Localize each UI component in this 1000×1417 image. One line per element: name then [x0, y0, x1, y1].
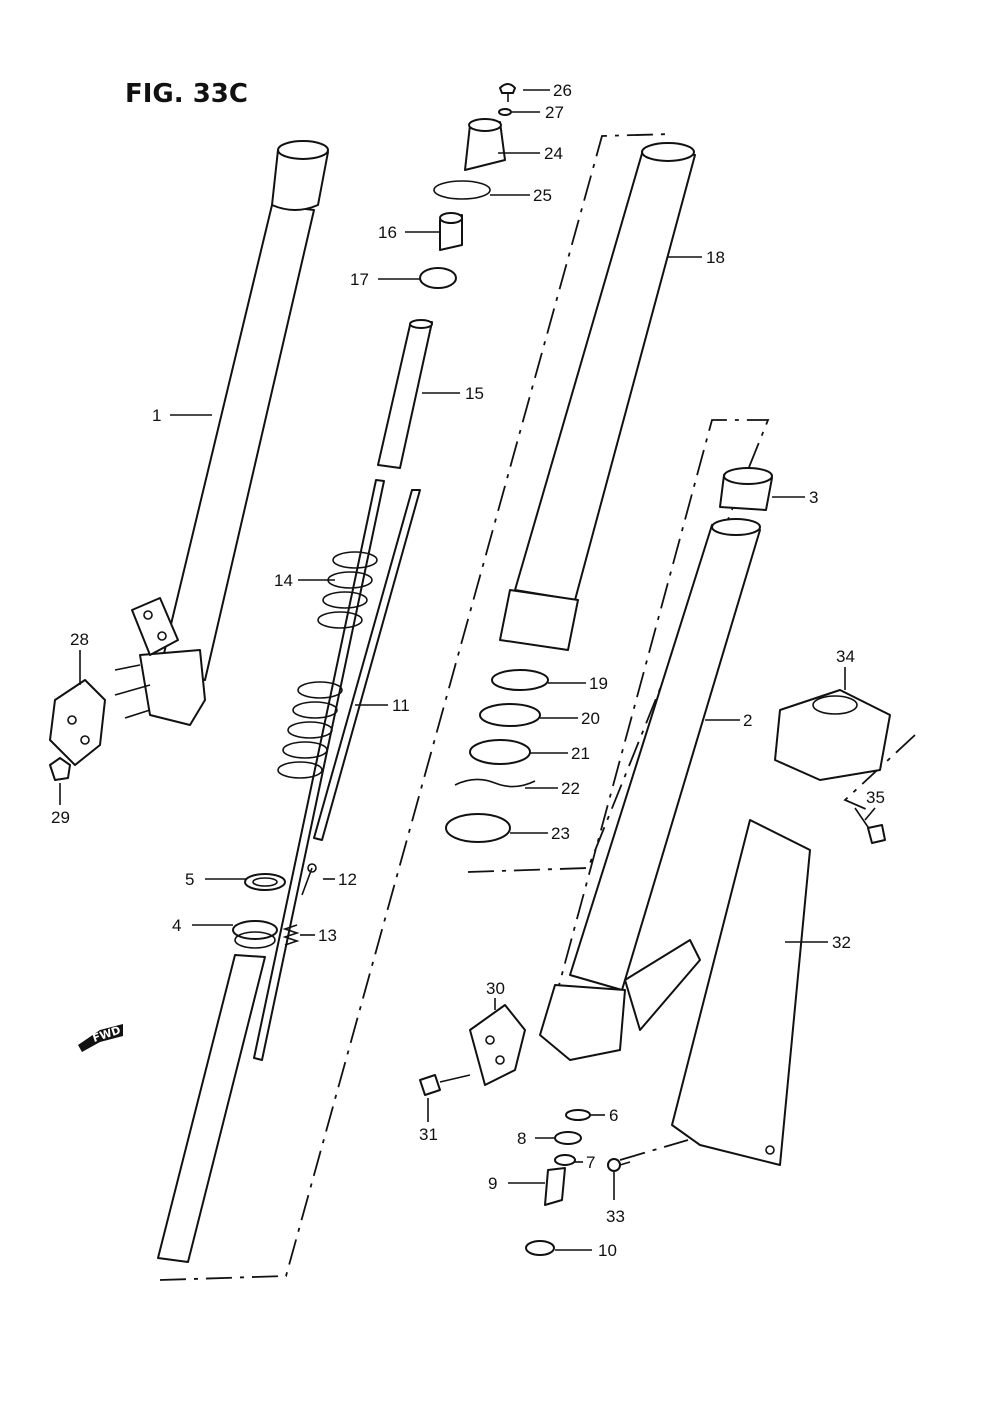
callout-6: 6 [609, 1106, 618, 1125]
part-28-axle-clamp [49, 664, 151, 766]
part-3-bushing [719, 467, 773, 511]
callout-11: 11 [392, 696, 410, 715]
part-27-washer [498, 108, 512, 116]
callout-27: 27 [545, 103, 564, 122]
part-18-inner-tube [499, 142, 696, 651]
part-2-outer-tube [539, 518, 761, 1061]
part-12-pin [301, 863, 317, 896]
leader-lines [59, 89, 876, 1251]
part-25-o-ring [433, 180, 491, 200]
part-32-fork-guard [671, 819, 811, 1166]
part-35-bolt [854, 807, 886, 844]
callout-16: 16 [378, 223, 397, 242]
callout-24: 24 [544, 144, 563, 163]
part-10-gasket [525, 1240, 555, 1256]
callout-21: 21 [571, 744, 590, 763]
part-16-collar [439, 212, 463, 251]
callout-17: 17 [350, 270, 369, 289]
part-19-bushing [491, 669, 549, 691]
callout-34: 34 [836, 647, 855, 666]
assembly-line-right [843, 734, 916, 811]
assembly-line-guard [619, 1139, 689, 1161]
part-13-small-spring [282, 924, 300, 946]
callout-26: 26 [553, 81, 572, 100]
callout-9: 9 [488, 1174, 497, 1193]
callout-5: 5 [185, 870, 194, 889]
part-15-rubber [377, 319, 433, 469]
part-4-guide [232, 920, 278, 949]
callout-7: 7 [586, 1153, 595, 1172]
part-31-bolt [419, 1074, 471, 1096]
callout-28: 28 [70, 630, 89, 649]
callout-10: 10 [598, 1241, 617, 1260]
callout-15: 15 [465, 384, 484, 403]
part-20-washer [479, 703, 541, 727]
callout-8: 8 [517, 1129, 526, 1148]
callout-12: 12 [338, 870, 357, 889]
part-6-gasket [565, 1109, 591, 1121]
callout-29: 29 [51, 808, 70, 827]
figure-title: FIG. 33C [125, 79, 248, 109]
part-26-screw [499, 83, 516, 102]
callout-labels: 26 27 24 25 16 17 15 18 1 14 11 19 20 21… [51, 81, 885, 1260]
part-34-bracket [774, 689, 891, 781]
part-9-drain-bolt [544, 1167, 566, 1206]
part-14-spring [253, 479, 385, 1061]
callout-32: 32 [832, 933, 851, 952]
callout-18: 18 [706, 248, 725, 267]
part-1-outer-tube [131, 140, 329, 726]
callout-14: 14 [274, 571, 293, 590]
part-24-cap-bolt [464, 118, 506, 171]
callout-23: 23 [551, 824, 570, 843]
part-17-seat [419, 267, 457, 289]
callout-19: 19 [589, 674, 608, 693]
callout-22: 22 [561, 779, 580, 798]
assembly-line-middle [467, 419, 770, 1001]
assembly-line-left [159, 133, 673, 1281]
part-7-gasket [554, 1154, 576, 1166]
part-23-dust-seal [445, 813, 511, 843]
part-11-damper-rod [313, 489, 421, 841]
part-30-clamp [469, 1004, 526, 1086]
part-8-washer [554, 1131, 582, 1145]
part-33-screw [607, 1158, 631, 1172]
part-29-nut [49, 757, 71, 781]
forward-arrow-icon: FWD [78, 1024, 123, 1052]
callout-31: 31 [419, 1125, 438, 1144]
part-22-clip [454, 778, 536, 788]
callout-4: 4 [172, 916, 181, 935]
callout-2: 2 [743, 711, 752, 730]
part-5-ring [244, 873, 286, 891]
fwd-label: FWD [91, 1024, 122, 1045]
callout-33: 33 [606, 1207, 625, 1226]
callout-13: 13 [318, 926, 337, 945]
callout-3: 3 [809, 488, 818, 507]
callout-1: 1 [152, 406, 161, 425]
callout-20: 20 [581, 709, 600, 728]
callout-25: 25 [533, 186, 552, 205]
callout-35: 35 [866, 788, 885, 807]
part-lower-tube-left [157, 954, 266, 1263]
part-21-oil-seal [469, 739, 531, 765]
callout-30: 30 [486, 979, 505, 998]
